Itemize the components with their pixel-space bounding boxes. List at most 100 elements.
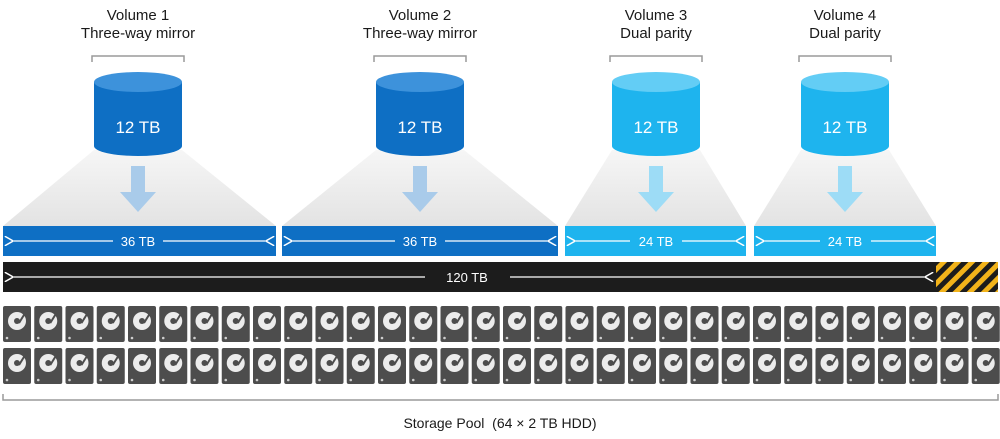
volume-footprint-label: 24 TB <box>639 234 673 249</box>
hard-drive-icon <box>721 306 750 342</box>
volume-group-1: Volume 1 Three-way mirror 12 TB 36 TB <box>3 7 276 256</box>
hard-drive-icon <box>628 306 656 342</box>
hard-drive-icon <box>96 348 125 384</box>
hard-drive-icon <box>190 348 219 384</box>
volume-bracket <box>798 55 892 62</box>
database-icon <box>612 72 700 156</box>
hard-drive-icon <box>34 306 63 342</box>
hard-drive-icon <box>878 348 906 384</box>
database-icon <box>376 72 464 156</box>
hard-drive-icon <box>690 348 719 384</box>
hard-drive-icon <box>284 348 313 384</box>
hard-drive-icon <box>159 306 188 342</box>
volume-size: 12 TB <box>822 118 867 137</box>
reserve-capacity-stripes <box>936 262 998 292</box>
hard-drive-icon <box>253 348 281 384</box>
hard-drive-icon <box>971 348 1000 384</box>
database-icon <box>801 72 889 156</box>
down-arrow-icon <box>120 166 156 212</box>
hard-drive-icon <box>471 306 500 342</box>
volume-size: 12 TB <box>115 118 160 137</box>
hard-drive-icon <box>346 348 375 384</box>
hard-drive-icon <box>221 306 250 342</box>
hard-drive-icon <box>65 348 94 384</box>
hard-drive-icon <box>471 348 500 384</box>
down-arrow-icon <box>638 166 674 212</box>
hard-drive-icon <box>565 306 594 342</box>
hard-drive-icon <box>596 306 625 342</box>
hard-drive-icon <box>346 306 375 342</box>
hard-drive-icon <box>690 306 719 342</box>
hard-drive-icon <box>909 306 938 342</box>
hard-drive-icon <box>815 306 844 342</box>
volume-resiliency: Three-way mirror <box>81 25 195 42</box>
hard-drive-icon <box>721 348 750 384</box>
hard-drive-icon <box>534 306 563 342</box>
volume-size: 12 TB <box>633 118 678 137</box>
hard-drive-icon <box>503 348 531 384</box>
hard-drive-icon <box>846 348 875 384</box>
volume-title: Volume 2 <box>389 7 452 24</box>
hard-drive-icon <box>3 306 31 342</box>
hard-drive-icon <box>284 306 313 342</box>
volume-size: 12 TB <box>397 118 442 137</box>
hard-drive-icon <box>190 306 219 342</box>
volume-resiliency: Dual parity <box>809 25 881 42</box>
volume-footprint-label: 36 TB <box>403 234 437 249</box>
volume-group-4: Volume 4 Dual parity 12 TB 24 TB <box>754 7 936 256</box>
hard-drive-icon <box>846 306 875 342</box>
volume-group-2: Volume 2 Three-way mirror 12 TB 36 TB <box>282 7 558 256</box>
volume-title: Volume 3 <box>625 7 688 24</box>
volume-title: Volume 4 <box>814 7 877 24</box>
database-icon <box>94 72 182 156</box>
hard-drive-icon <box>378 306 406 342</box>
hard-drive-icon <box>440 348 469 384</box>
hard-drive-icon <box>940 348 969 384</box>
volume-bracket <box>373 55 467 62</box>
hard-drive-icon <box>565 348 594 384</box>
hard-drive-icon <box>753 306 781 342</box>
hard-drive-icon <box>3 348 31 384</box>
hard-drive-icon <box>503 306 531 342</box>
hard-drive-icon <box>753 348 781 384</box>
down-arrow-icon <box>402 166 438 212</box>
hard-drive-icon <box>440 306 469 342</box>
hard-drive-icon <box>159 348 188 384</box>
hard-drive-icon <box>659 306 688 342</box>
volume-resiliency: Three-way mirror <box>363 25 477 42</box>
hard-drive-icon <box>128 348 156 384</box>
hard-drive-icon <box>659 348 688 384</box>
pool-capacity-label: 120 TB <box>446 270 488 285</box>
drive-grid <box>3 306 1000 384</box>
hard-drive-icon <box>96 306 125 342</box>
volume-footprint-label: 24 TB <box>828 234 862 249</box>
hard-drive-icon <box>971 306 1000 342</box>
hard-drive-icon <box>628 348 656 384</box>
hard-drive-icon <box>65 306 94 342</box>
hard-drive-icon <box>596 348 625 384</box>
hard-drive-icon <box>409 348 438 384</box>
hard-drive-icon <box>253 306 281 342</box>
hard-drive-icon <box>315 306 344 342</box>
hard-drive-icon <box>34 348 63 384</box>
hard-drive-icon <box>128 306 156 342</box>
volume-bracket <box>609 55 703 62</box>
hard-drive-icon <box>409 306 438 342</box>
hard-drive-icon <box>940 306 969 342</box>
pool-bracket <box>2 394 999 401</box>
volume-group-3: Volume 3 Dual parity 12 TB 24 TB <box>565 7 746 256</box>
volume-resiliency: Dual parity <box>620 25 692 42</box>
volume-footprint-label: 36 TB <box>121 234 155 249</box>
hard-drive-icon <box>784 348 813 384</box>
storage-pool-label: Storage Pool (64 × 2 TB HDD) <box>403 415 596 431</box>
hard-drive-icon <box>784 306 813 342</box>
volume-title: Volume 1 <box>107 7 170 24</box>
down-arrow-icon <box>827 166 863 212</box>
hard-drive-icon <box>378 348 406 384</box>
pool-capacity-bar: 120 TB <box>3 262 998 292</box>
hard-drive-icon <box>878 306 906 342</box>
hard-drive-icon <box>534 348 563 384</box>
hard-drive-icon <box>315 348 344 384</box>
hard-drive-icon <box>221 348 250 384</box>
